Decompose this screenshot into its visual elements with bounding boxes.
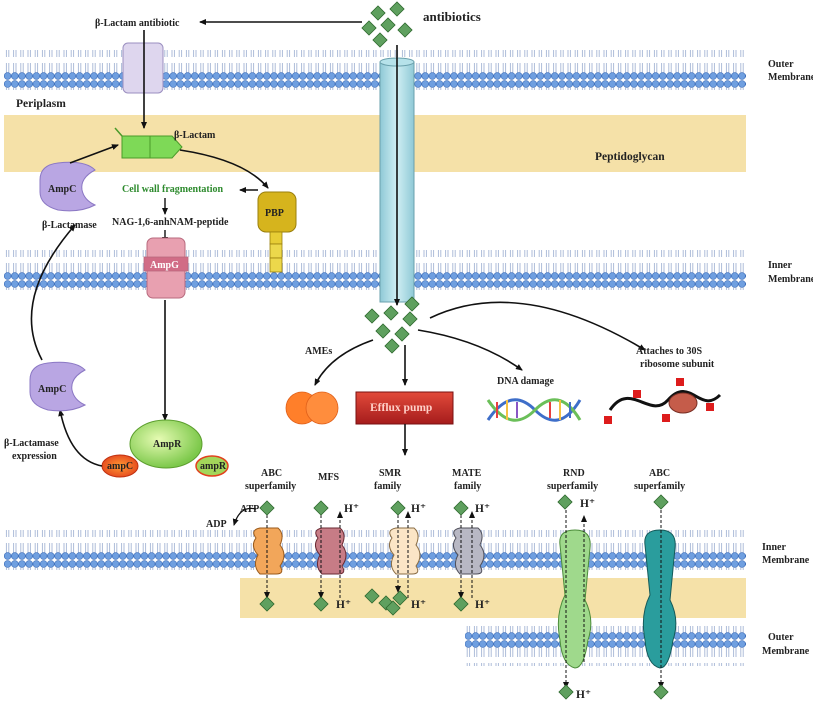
ampc-top-label: AmpC bbox=[48, 184, 76, 195]
outer-membrane-bottom bbox=[465, 626, 746, 666]
abc2-label-1: ABC bbox=[649, 468, 670, 479]
ampr-gene bbox=[195, 455, 229, 477]
ampc-bottom-shape bbox=[29, 361, 87, 412]
nag-peptide-label: NAG-1,6-anhNAM-peptide bbox=[112, 217, 229, 228]
mfs-transporter bbox=[313, 500, 347, 612]
periplasm-label: Periplasm bbox=[16, 98, 66, 110]
arrow-betalactam-to-pbp bbox=[179, 149, 269, 189]
efflux-pump-box bbox=[355, 391, 454, 425]
outer-membrane-top bbox=[4, 50, 746, 90]
ampr-gene-label: ampR bbox=[200, 461, 227, 472]
efflux-pump-label: Efflux pump bbox=[370, 402, 432, 414]
cell-wall-fragmentation-label: Cell wall fragmentation bbox=[122, 184, 224, 195]
ampc-bottom-label: AmpC bbox=[38, 384, 66, 395]
rnd-label-2: superfamily bbox=[547, 481, 598, 492]
abc-label-2: superfamily bbox=[245, 481, 296, 492]
attaches-label-2: ribosome subunit bbox=[640, 359, 715, 370]
outer-membrane-label-1: Outer bbox=[768, 59, 794, 70]
porin-channel bbox=[122, 42, 164, 94]
attaches-label-1: Attaches to 30S bbox=[636, 346, 703, 357]
rnd-h-top: H⁺ bbox=[580, 498, 595, 510]
ames-enzyme bbox=[285, 391, 339, 425]
dna-damage-label: DNA damage bbox=[497, 376, 555, 387]
mate-label-2: family bbox=[454, 481, 481, 492]
ampc-top-shape bbox=[39, 161, 97, 212]
antibiotics-label: antibiotics bbox=[423, 9, 481, 24]
ampg-label-band bbox=[143, 256, 189, 272]
outer-membrane-label-2: Membrane bbox=[768, 72, 813, 83]
mate-h-top: H⁺ bbox=[475, 503, 490, 515]
smr-h-top: H⁺ bbox=[411, 503, 426, 515]
inner-membrane-label-1: Inner bbox=[768, 260, 792, 271]
rnd-h-bottom: H⁺ bbox=[576, 689, 591, 701]
arrow-ampc-cycle bbox=[30, 224, 76, 361]
beta-lactam-antibiotic-label: β-Lactam antibiotic bbox=[95, 18, 180, 29]
peptidoglycan-label: Peptidoglycan bbox=[595, 151, 665, 163]
antibiotics-cluster-middle bbox=[364, 296, 420, 354]
abc2-label-2: superfamily bbox=[634, 481, 685, 492]
inner-membrane-label-2: Membrane bbox=[768, 274, 813, 285]
abc-label-1: ABC bbox=[261, 468, 282, 479]
mfs-h-bottom: H⁺ bbox=[336, 599, 351, 611]
abc2-transporter bbox=[642, 494, 677, 700]
arrow-to-ames bbox=[314, 339, 374, 386]
mfs-label: MFS bbox=[318, 472, 340, 483]
smr-label-2: family bbox=[374, 481, 401, 492]
arrow-gene-to-ampc-bottom bbox=[58, 409, 103, 467]
inner-membrane-bottom-label-1: Inner bbox=[762, 542, 786, 553]
rnd-transporter bbox=[557, 494, 592, 700]
atp-label: ATP bbox=[240, 504, 259, 515]
beta-lactamase-expression-label-2: expression bbox=[12, 451, 57, 462]
beta-lactam-label: β-Lactam bbox=[174, 130, 216, 141]
beta-lactamase-label: β-Lactamase bbox=[42, 220, 97, 231]
inner-membrane-top bbox=[4, 250, 746, 290]
dna-helix-icon bbox=[486, 398, 582, 422]
mate-h-bottom: H⁺ bbox=[475, 599, 490, 611]
smr-label-1: SMR bbox=[379, 468, 402, 479]
atp-adp-arrow bbox=[232, 507, 257, 526]
ampr-label: AmpR bbox=[153, 439, 182, 450]
antibiotics-cluster-top bbox=[361, 1, 413, 48]
abc-transporter bbox=[252, 500, 285, 612]
arrow-to-dna bbox=[417, 329, 523, 371]
mate-transporter bbox=[452, 500, 485, 612]
smr-transporter bbox=[364, 500, 421, 616]
mate-label-1: MATE bbox=[452, 468, 482, 479]
beta-lactam-molecule-icon bbox=[114, 127, 183, 159]
ampc-gene-label: ampC bbox=[107, 461, 133, 472]
pbp-label: PBP bbox=[265, 208, 284, 219]
beta-lactamase-expression-label-1: β-Lactamase bbox=[4, 438, 59, 449]
mfs-h-top: H⁺ bbox=[344, 503, 359, 515]
peptidoglycan-layer-top bbox=[4, 115, 746, 172]
rnd-label-1: RND bbox=[563, 468, 585, 479]
pbp-protein bbox=[257, 191, 297, 273]
smr-h-bottom: H⁺ bbox=[411, 599, 426, 611]
ampr-protein bbox=[129, 419, 203, 469]
ames-label: AMEs bbox=[305, 346, 332, 357]
ampg-label: AmpG bbox=[150, 260, 179, 271]
inner-membrane-bottom-label-2: Membrane bbox=[762, 555, 810, 566]
arrow-to-ribosome bbox=[429, 301, 646, 351]
arrow-ampc-to-betalactam bbox=[69, 144, 119, 164]
inner-membrane-bottom bbox=[4, 530, 746, 570]
outer-membrane-bottom-label-1: Outer bbox=[768, 632, 794, 643]
outer-membrane-bottom-label-2: Membrane bbox=[762, 646, 810, 657]
ribosome-icon bbox=[604, 378, 722, 424]
adp-label: ADP bbox=[206, 519, 227, 530]
